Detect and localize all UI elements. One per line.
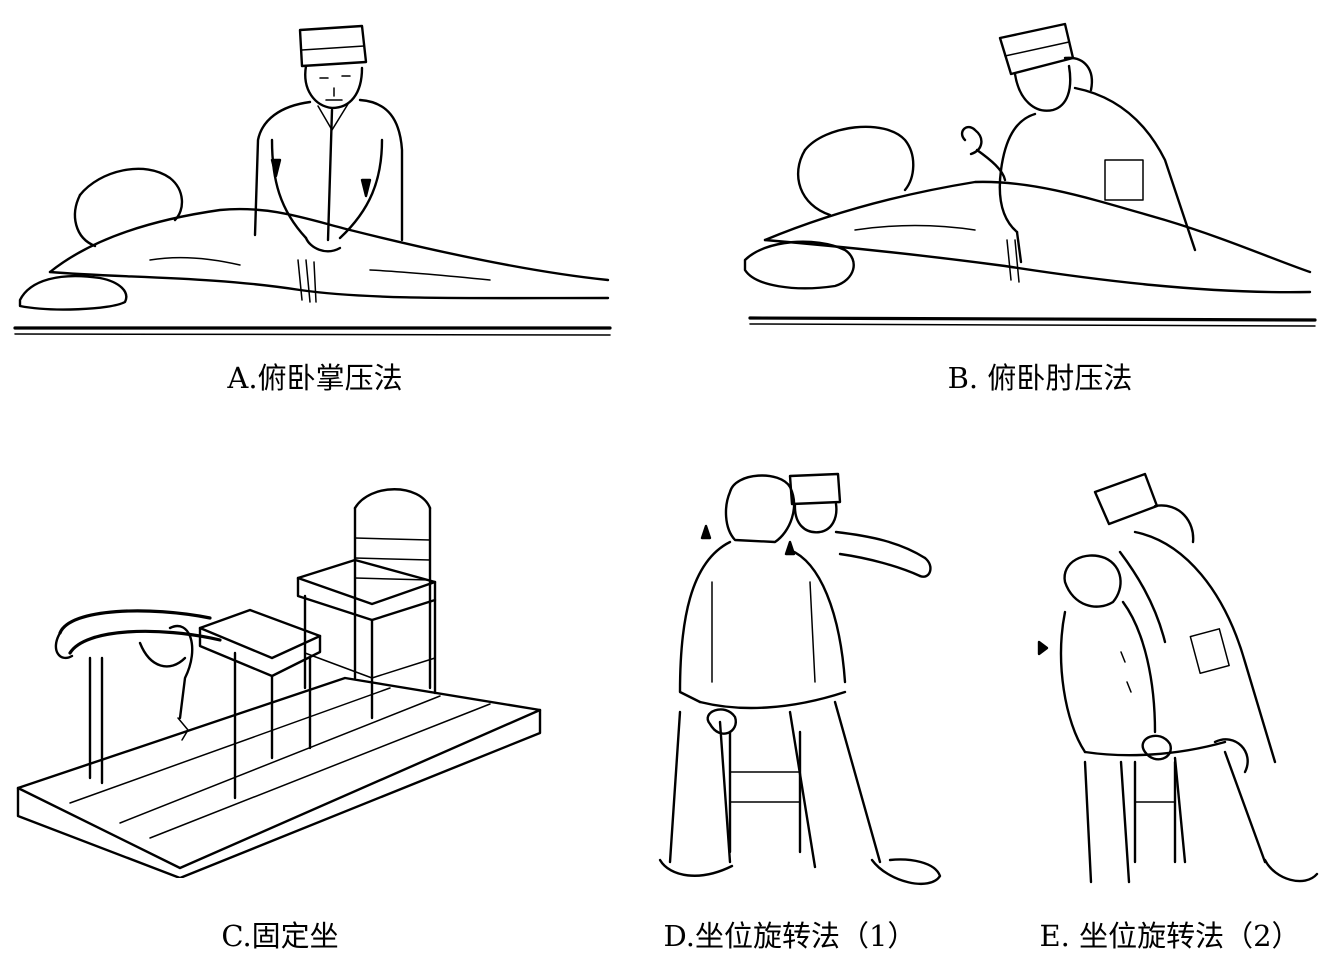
caption-a: A.俯卧掌压法 (227, 361, 403, 395)
fixed-seat-drawing (16, 488, 542, 878)
caption-b: B. 俯卧肘压法 (947, 361, 1133, 395)
illustration-seated-rotation-2 (1025, 462, 1325, 898)
prone-palm-press-drawing (13, 24, 612, 336)
prone-elbow-press-drawing (743, 22, 1317, 327)
illustration-prone-palm-press (10, 10, 616, 350)
caption-e: E. 坐位旋转法（2） (1039, 919, 1301, 953)
caption-c: C.固定坐 (221, 919, 339, 953)
caption-d: D.坐位旋转法（1） (663, 919, 917, 953)
seated-rotation-1-drawing (658, 472, 942, 885)
illustration-seated-rotation-1 (640, 462, 950, 898)
illustration-fixed-seat (10, 478, 555, 878)
illustration-prone-elbow-press (735, 10, 1320, 350)
seated-rotation-2-drawing (1037, 472, 1319, 884)
